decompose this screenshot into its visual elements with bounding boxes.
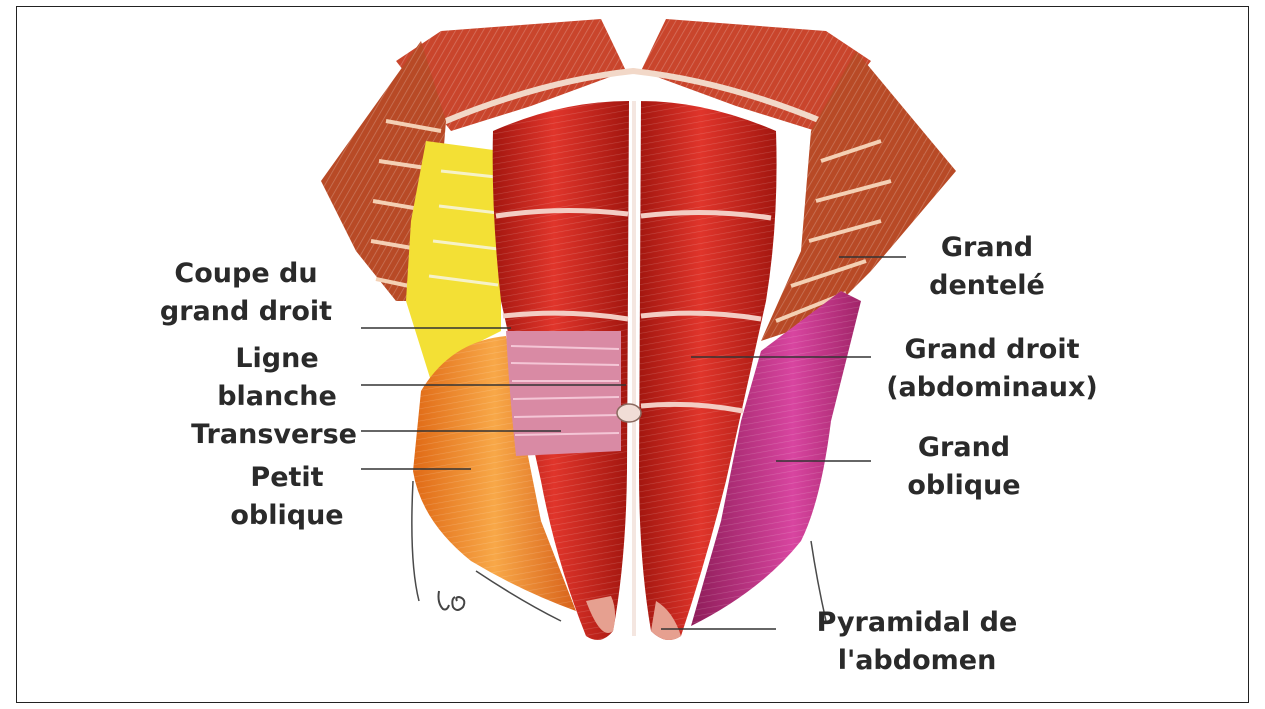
label-line: Grand	[889, 429, 1039, 467]
artist-signature	[435, 587, 479, 615]
label-line: oblique	[889, 467, 1039, 505]
label-grand-dentele: Grand dentelé	[912, 229, 1062, 305]
label-line: Coupe du	[131, 255, 361, 293]
label-line: blanche	[202, 378, 352, 416]
label-grand-oblique: Grand oblique	[889, 429, 1039, 505]
label-ligne-blanche: Ligne blanche	[202, 340, 352, 416]
label-line: oblique	[217, 497, 357, 535]
label-line: Grand droit	[877, 331, 1107, 369]
label-line: Ligne	[202, 340, 352, 378]
label-line: l'abdomen	[787, 642, 1047, 680]
label-grand-droit: Grand droit (abdominaux)	[877, 331, 1107, 407]
label-line: dentelé	[912, 267, 1062, 305]
label-line: Petit	[217, 459, 357, 497]
label-line: (abdominaux)	[877, 369, 1107, 407]
label-line: Transverse	[107, 416, 357, 454]
label-line: Grand	[912, 229, 1062, 267]
label-line: grand droit	[131, 293, 361, 331]
label-transverse: Transverse	[107, 416, 357, 454]
figure-frame: Coupe du grand droit Ligne blanche Trans…	[16, 6, 1249, 703]
label-pyramidal: Pyramidal de l'abdomen	[787, 604, 1047, 680]
label-line: Pyramidal de	[787, 604, 1047, 642]
label-coupe-du-grand-droit: Coupe du grand droit	[131, 255, 361, 331]
label-petit-oblique: Petit oblique	[217, 459, 357, 535]
